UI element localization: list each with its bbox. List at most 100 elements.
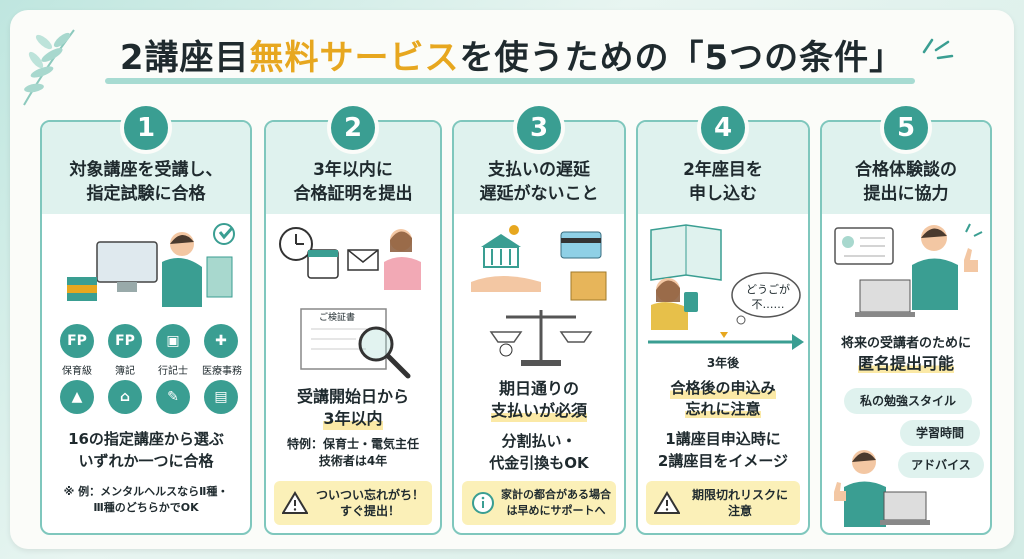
- title-underline: [105, 78, 915, 84]
- special-line-2: 技術者は4年: [318, 454, 388, 468]
- body-line-4: 代金引換もOK: [489, 454, 589, 472]
- card-body: 16の指定講座から選ぶ いずれか一つに合格: [42, 428, 250, 472]
- info-icon: [472, 492, 494, 514]
- card-body: 期日通りの 支払いが必須: [454, 378, 624, 422]
- card-heading: 合格体験談の 提出に協力: [822, 158, 990, 206]
- timeline-label: 3年後: [706, 356, 740, 370]
- icon-label: 簿記: [115, 366, 135, 377]
- certificate-magnifier-illustration: [300, 308, 411, 379]
- condition-card-3: 3 支払いの遅延 遅延がないこと 期日通りの 支払いが必須 分割払い・ 代金引換…: [452, 106, 626, 535]
- bubble-line-2: 不……: [751, 298, 785, 311]
- card-body: 合格後の申込み 忘れに注意: [638, 378, 808, 420]
- warning-line-2: すぐ提出！: [339, 504, 400, 518]
- page-title: 2講座目無料サービスを使うための「5つの条件」: [0, 30, 1024, 79]
- condition-card-1: 1 対象講座を受講し、 指定試験に合格 FP 保育級 FP 簿記 ▣ 行記士 ✚…: [40, 106, 252, 535]
- note-line-2: Ⅲ種のどちらかでOK: [93, 501, 199, 514]
- body-line-2: 3年以内: [323, 408, 383, 430]
- brochure-reader-illustration: [650, 224, 801, 330]
- body-line-2: いずれか一つに合格: [78, 452, 214, 470]
- warning-text: 期限切れリスクに 注意: [680, 487, 800, 519]
- heading-line-2: 合格証明を提出: [293, 184, 413, 204]
- warning-box: ついつい忘れがち！ すぐ提出！: [274, 481, 432, 525]
- card-heading: 対象講座を受講し、 指定試験に合格: [42, 158, 250, 206]
- heading-line-1: 2年座目を: [683, 160, 763, 180]
- info-box: 家計の都合がある場合 は早めにサポートへ: [462, 481, 616, 525]
- icon-label: 行記士: [158, 366, 188, 377]
- clock-calendar-envelope-illustration: [279, 227, 421, 290]
- heading-line-1: 対象講座を受講し、: [69, 160, 223, 180]
- card-number: 1: [124, 106, 168, 150]
- heading-line-2: 提出に協力: [863, 184, 949, 204]
- body-line-2: 忘れに注意: [685, 400, 761, 418]
- bank-icon: ⌂: [108, 380, 142, 414]
- condition-card-2: 2 3年以内に 合格証明を提出 ご検証書 受講開始日から 3年以内 特例：保育士…: [264, 106, 442, 535]
- card-number: 4: [701, 106, 745, 150]
- body-line-1: 期日通りの: [498, 379, 579, 398]
- stethoscope-icon: ✚: [204, 324, 238, 358]
- heading-line-1: 支払いの遅延: [488, 160, 590, 180]
- heading-line-1: 合格体験談の: [855, 160, 957, 180]
- chart-icon: ▲: [60, 380, 94, 414]
- card-body-2: 1講座目申込時に 2講座目をイメージ: [638, 428, 808, 472]
- fp-icon: FP: [60, 324, 94, 358]
- info-line-2: は早めにサポートへ: [506, 504, 606, 517]
- body-line-3: 分割払い・: [501, 432, 577, 450]
- warning-line-1: 期限切れリスクに: [691, 488, 788, 502]
- heading-line-2: 指定試験に合格: [86, 184, 206, 204]
- warning-icon: [282, 491, 308, 514]
- body-line-4: 2講座目をイメージ: [657, 452, 789, 470]
- fp-icon: FP: [108, 324, 142, 358]
- card-number: 5: [884, 106, 928, 150]
- warning-icon: [654, 491, 680, 514]
- body-line-1: 合格後の申込み: [670, 378, 776, 399]
- warning-box: 期限切れリスクに 注意: [646, 481, 800, 525]
- info-line-1: 家計の都合がある場合: [501, 488, 611, 501]
- card-body: 将来の受講者のために 匿名提出可能: [822, 334, 990, 374]
- icon-label: 医療事務: [202, 366, 242, 377]
- card-heading: 支払いの遅延 遅延がないこと: [454, 158, 624, 206]
- condition-card-5: 5 合格体験談の 提出に協力 将来の受講者のために 匿名提出可能 私の勉強スタイ…: [820, 106, 992, 535]
- note-line-1: ※ 例：メンタルヘルスならⅡ種・: [63, 485, 229, 498]
- body-line-1: 将来の受講者のために: [840, 336, 971, 351]
- card-heading: 3年以内に 合格証明を提出: [266, 158, 440, 206]
- bubble-line-1: どうごが: [746, 283, 790, 296]
- body-line-1: 受講開始日から: [296, 387, 409, 406]
- title-part-1: 2講座目: [119, 38, 250, 78]
- briefcase-icon: ▤: [204, 380, 238, 414]
- card-note: ※ 例：メンタルヘルスならⅡ種・ Ⅲ種のどちらかでOK: [46, 484, 246, 516]
- body-line-3: 1講座目申込時に: [665, 430, 781, 448]
- certificate-icon: ✎: [156, 380, 190, 414]
- card-heading: 2年座目を 申し込む: [638, 158, 808, 206]
- warning-line-1: ついつい忘れがち！: [315, 488, 424, 502]
- card-body: 受講開始日から 3年以内: [266, 386, 440, 430]
- pill-study-time: 学習時間: [900, 420, 980, 446]
- pill-advice: アドバイス: [898, 452, 984, 478]
- thought-bubble-text: どうごが 不……: [736, 282, 800, 312]
- timeline-arrow: [648, 332, 804, 350]
- title-part-3: を使うための「5つの条件」: [459, 38, 905, 78]
- student-thumbs-up-illustration: [834, 450, 930, 527]
- payment-illustration: [471, 225, 607, 366]
- body-line-1: 16の指定講座から選ぶ: [68, 430, 224, 448]
- warning-text: ついつい忘れがち！ すぐ提出！: [308, 487, 432, 519]
- student-computer-illustration: [67, 223, 235, 307]
- heading-line-2: 遅延がないこと: [479, 184, 599, 204]
- title-part-2: 無料サービス: [249, 38, 460, 78]
- card-special-note: 特例：保育士・電気主任 技術者は4年: [266, 436, 440, 470]
- body-line-2: 支払いが必須: [490, 400, 587, 422]
- pill-study-style: 私の勉強スタイル: [844, 388, 972, 414]
- sparkle-decoration-icon: [922, 38, 954, 60]
- body-line-2: 匿名提出可能: [857, 354, 954, 373]
- card-number: 3: [517, 106, 561, 150]
- leaf-decoration-icon: [23, 29, 75, 106]
- certificate-label: ご検証書: [318, 313, 355, 323]
- special-line-1: 特例：保育士・電気主任: [286, 437, 419, 451]
- warning-line-2: 注意: [727, 504, 752, 518]
- card-number: 2: [331, 106, 375, 150]
- card-body-2: 分割払い・ 代金引換もOK: [454, 430, 624, 474]
- briefcase-icon: ▣: [156, 324, 190, 358]
- heading-line-2: 申し込む: [689, 184, 757, 204]
- info-text: 家計の都合がある場合 は早めにサポートへ: [496, 487, 616, 519]
- condition-card-4: 4 2年座目を 申し込む どうごが 不…… 3年後 合格後の申込み 忘れに注意 …: [636, 106, 810, 535]
- reviewer-laptop-illustration: [834, 223, 983, 317]
